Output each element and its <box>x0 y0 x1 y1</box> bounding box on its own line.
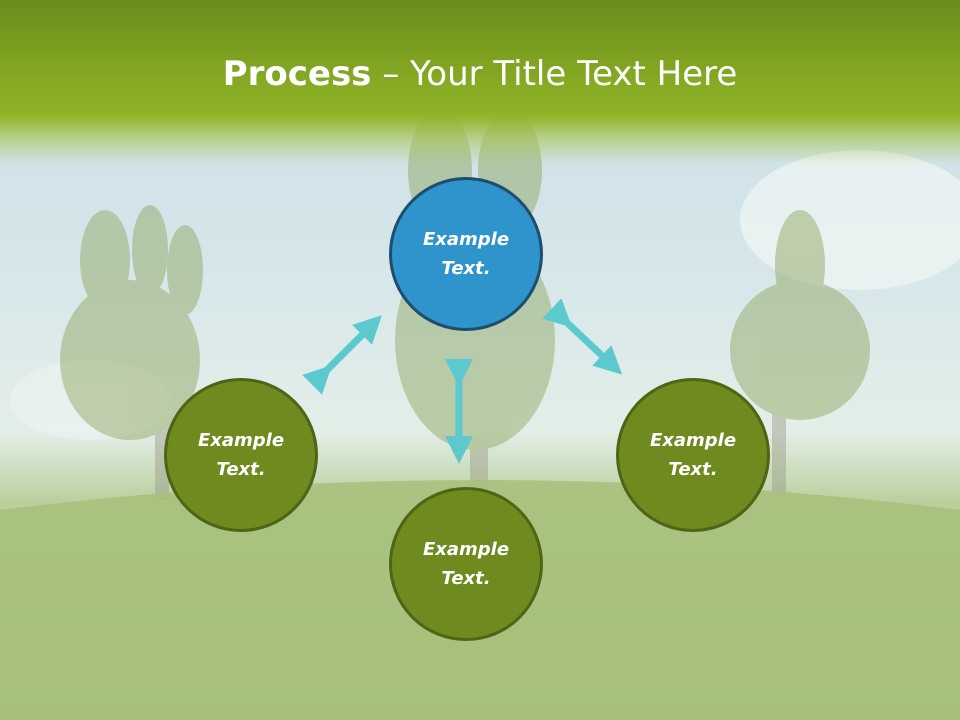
node-right-label: Example Text. <box>649 430 737 480</box>
arrow-top-right <box>542 298 623 375</box>
node-top-label: Example Text. <box>422 229 510 279</box>
cloud <box>740 150 960 290</box>
node-right: Example Text. <box>616 378 770 532</box>
tree-thumbs-up <box>730 210 870 495</box>
header-band <box>0 0 960 165</box>
node-left: Example Text. <box>164 378 318 532</box>
node-bottom: Example Text. <box>389 487 543 641</box>
node-top: Example Text. <box>389 177 543 331</box>
title-bold: Process <box>222 54 372 94</box>
tree-ok-hand <box>60 205 203 500</box>
page-title: Process – Your Title Text Here <box>0 52 960 96</box>
node-left-label: Example Text. <box>197 430 285 480</box>
arrow-left-top <box>302 315 382 395</box>
node-bottom-label: Example Text. <box>422 539 510 589</box>
title-rest: – Your Title Text Here <box>371 54 738 94</box>
cloud <box>10 360 170 440</box>
